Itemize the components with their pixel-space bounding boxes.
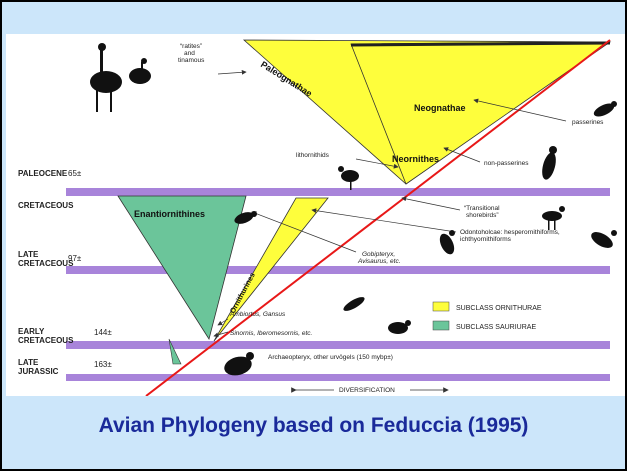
- age-early-cretaceous: 144±: [94, 328, 112, 337]
- early-cretaceous-band: [66, 341, 610, 349]
- age-late-jurassic: 163±: [94, 360, 112, 369]
- axis-diversification: DIVERSIFICATION: [339, 387, 395, 394]
- late-jurassic-band: [66, 374, 610, 381]
- late-cretaceous-band: [66, 266, 610, 274]
- lithornithid-icon: [338, 166, 359, 190]
- slide-caption: Avian Phylogeny based on Feduccia (1995): [2, 414, 625, 438]
- shorebird-icon: [542, 206, 565, 230]
- period-paleocene: PALEOCENE: [18, 169, 68, 178]
- annotation-archaeopteryx: Archaeopteryx, other urvögels (150 mybp±…: [268, 354, 393, 361]
- legend-swatch-ornithurae: [433, 302, 449, 311]
- age-paleocene: 65±: [68, 169, 82, 178]
- paleocene-band: [66, 188, 610, 196]
- label-enantiornithines: Enantiornithines: [134, 209, 205, 219]
- age-late-cretaceous: 97±: [68, 254, 82, 263]
- passerine-icon: [592, 101, 617, 119]
- annotation-non-passerines: non-passerines: [484, 160, 529, 167]
- hesperornis-icon: [437, 230, 457, 257]
- legend-swatch-sauriurae: [433, 321, 449, 330]
- raptor-icon: [540, 146, 559, 181]
- annotation-odontoholcae: Odontoholcae: hesperornithiforms,ichthyo…: [460, 229, 560, 243]
- label-neognathae: Neognathae: [414, 103, 466, 113]
- annotation-passerines: passerines: [572, 119, 604, 126]
- annotation-sinornis: Sinornis, Iberomesornis, etc.: [230, 330, 313, 337]
- sinornis-icon: [388, 320, 411, 334]
- annotation-lithornithids: lithornithids: [296, 152, 330, 159]
- tinamou-icon: [129, 58, 151, 84]
- period-cretaceous: CRETACEOUS: [18, 201, 74, 210]
- neognathae-top-edge: [351, 43, 610, 45]
- legend-label-sauriurae: SUBCLASS SAURIURAE: [456, 324, 536, 331]
- ratite-icon: [90, 43, 122, 112]
- annotation-ambiortus: Ambiortus, Gansus: [229, 311, 286, 318]
- annotation-gobipteryx: Gobipteryx,Avisaurus, etc.: [357, 251, 401, 265]
- legend-label-ornithurae: SUBCLASS ORNITHURAE: [456, 305, 542, 312]
- ambiortus-icon: [342, 295, 367, 314]
- label-neornithes: Neornithes: [392, 154, 439, 164]
- ichthyornis-icon: [589, 229, 617, 251]
